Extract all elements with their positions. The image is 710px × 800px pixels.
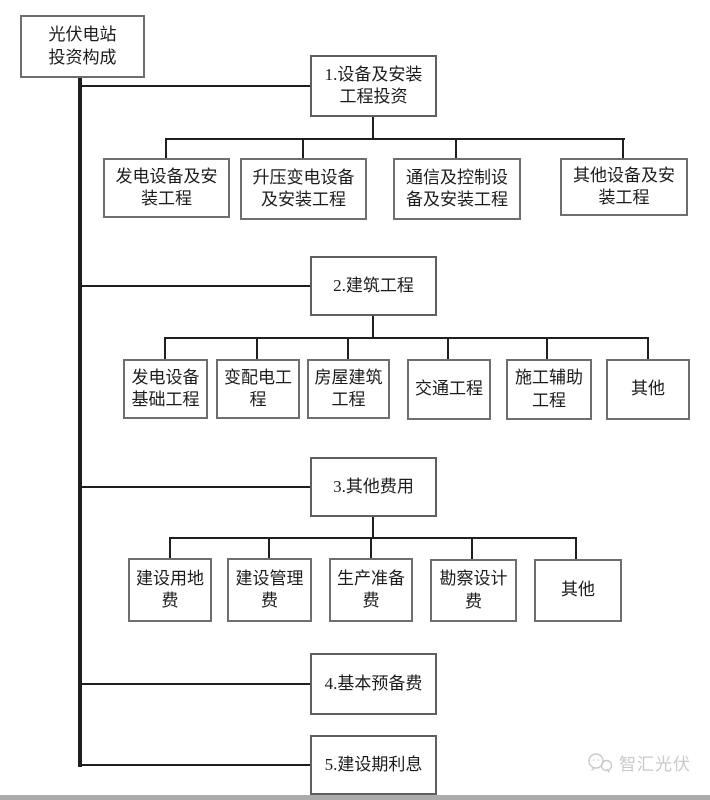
child-node-other-fee: 其他 [534,559,622,622]
branch-4-connector-line [80,683,310,685]
branch-1-connector-line [80,85,310,87]
branch-1-stub-line [165,138,167,158]
branch-2-stub-line [256,337,258,360]
child-node-construction-auxiliary: 施工辅助 工程 [506,359,592,420]
child-node-construction-other: 其他 [606,359,690,420]
branch-3-stub-line [169,537,171,559]
branch-2-stub-line [546,337,548,360]
branch-1-stub-line [455,138,457,158]
branch-2-connector-line [80,285,310,287]
branch-1-stub-line [622,138,624,158]
child-node-stepup-substation: 升压变电设备 及安装工程 [240,158,367,220]
branch-5-node: 5.建设期利息 [310,735,437,795]
branch-3-connector-line [80,486,310,488]
branch-5-connector-line [80,764,310,766]
branch-3-stub-line [268,537,270,559]
branch-2-distribution-line [164,337,649,339]
branch-2-stub-line [164,337,166,360]
child-node-survey-design-fee: 勘察设计 费 [430,559,517,622]
child-node-generation-equipment: 发电设备及安 装工程 [103,158,230,218]
child-node-power-distribution: 变配电工 程 [216,359,300,419]
trunk-connector-line [78,78,82,767]
branch-3-stub-line [471,537,473,559]
branch-1-node: 1.设备及安装 工程投资 [310,55,437,117]
child-node-other-equipment: 其他设备及安 装工程 [560,158,688,216]
branch-3-feeder-line [372,517,374,539]
branch-2-stub-line [447,337,449,360]
branch-2-feeder-line [372,316,374,339]
branch-1-feeder-line [372,117,374,139]
root-node: 光伏电站 投资构成 [20,15,145,78]
child-node-traffic-engineering: 交通工程 [407,359,491,420]
child-node-land-fee: 建设用地 费 [128,558,212,622]
bottom-divider-bar [0,795,710,800]
branch-2-stub-line [347,337,349,360]
child-node-production-prep-fee: 生产准备 费 [329,558,413,622]
child-node-communication-control: 通信及控制设 备及安装工程 [393,158,521,220]
branch-3-node: 3.其他费用 [310,457,437,517]
branch-2-stub-line [647,337,649,360]
watermark-text: 智汇光伏 [619,755,691,774]
child-node-building-construction: 房屋建筑 工程 [307,359,390,419]
watermark: 智汇光伏 [586,750,691,775]
branch-3-stub-line [575,537,577,559]
wechat-logo-icon [586,752,614,774]
branch-1-stub-line [302,138,304,158]
branch-3-stub-line [370,537,372,559]
child-node-management-fee: 建设管理 费 [227,558,312,622]
branch-3-distribution-line [169,537,577,539]
branch-2-node: 2.建筑工程 [310,256,437,316]
child-node-equipment-foundation: 发电设备 基础工程 [123,359,208,419]
branch-4-node: 4.基本预备费 [310,653,437,715]
branch-1-distribution-line [165,138,625,140]
